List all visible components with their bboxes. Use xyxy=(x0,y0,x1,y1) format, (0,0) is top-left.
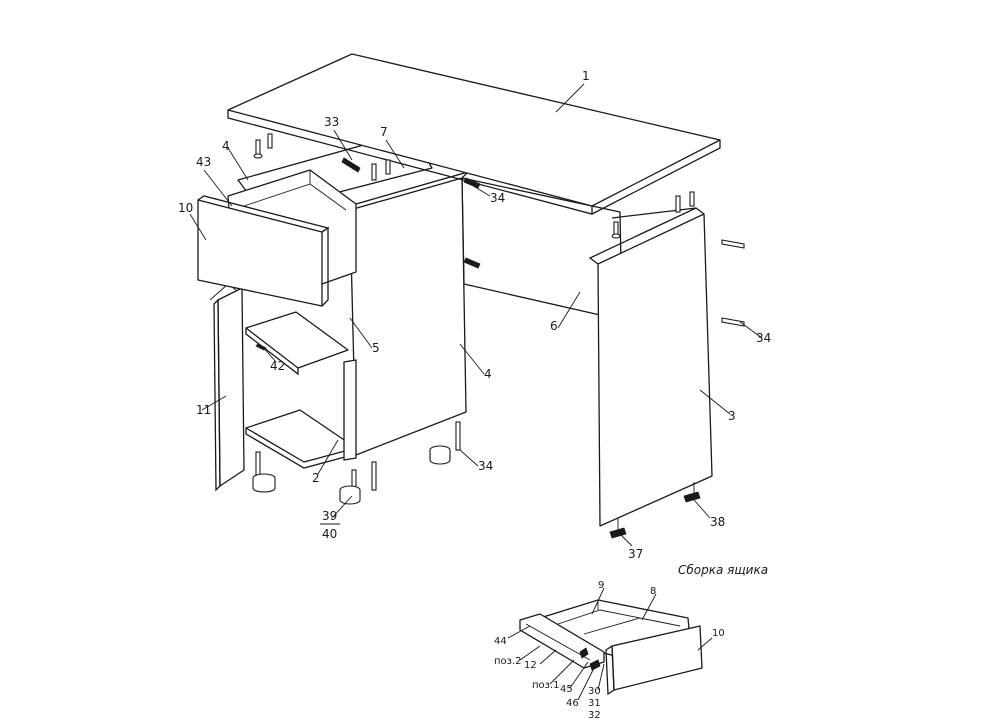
drawer-assembly-caption: Сборка ящика xyxy=(678,563,768,577)
callout-6: 6 xyxy=(550,319,558,333)
callout-37: 37 xyxy=(628,547,643,561)
drawer-callout-12: 12 xyxy=(524,660,537,671)
callout-4-mid: 4 xyxy=(484,367,492,381)
callout-10: 10 xyxy=(178,201,193,215)
cam-screws-right xyxy=(463,177,745,327)
drawer-callout-poz1: поз.1 xyxy=(532,680,560,691)
leader-lines xyxy=(189,83,763,547)
drawer-leader-lines xyxy=(507,587,713,701)
screw-42 xyxy=(255,343,267,351)
callout-4-top: 4 xyxy=(222,139,230,153)
drawer-callout-46: 46 xyxy=(566,698,579,709)
drawer-callout-44: 44 xyxy=(494,636,507,647)
callout-39: 39 xyxy=(322,509,337,523)
drawer-callout-10: 10 xyxy=(712,628,725,639)
callout-40: 40 xyxy=(322,527,337,541)
callout-43: 43 xyxy=(196,155,211,169)
callout-3: 3 xyxy=(728,409,736,423)
callout-33: 33 xyxy=(324,115,339,129)
top-dowels xyxy=(253,133,695,239)
callout-1: 1 xyxy=(582,69,590,83)
bottom-panel-2 xyxy=(245,409,357,463)
callout-7: 7 xyxy=(380,125,388,139)
callout-11: 11 xyxy=(196,403,211,417)
door-11 xyxy=(217,287,245,487)
adjustable-feet xyxy=(252,421,461,505)
callout-2: 2 xyxy=(312,471,320,485)
drawer-callout-30: 30 xyxy=(588,686,601,697)
callout-42: 42 xyxy=(270,359,285,373)
drawer-callout-8: 8 xyxy=(650,586,656,597)
drawer-callout-45: 45 xyxy=(560,684,573,695)
side-panel-3 xyxy=(597,213,713,527)
callout-34-b: 34 xyxy=(756,331,771,345)
drawer-callout-poz2: поз.2 xyxy=(494,656,522,667)
drawer-assembly-detail xyxy=(519,599,703,696)
drawer-callout-32: 32 xyxy=(588,710,601,721)
cabinet-side-4 xyxy=(343,359,357,461)
shelf-5 xyxy=(245,311,349,369)
drawer-callout-31: 31 xyxy=(588,698,601,709)
callout-5: 5 xyxy=(372,341,380,355)
callout-34-c: 34 xyxy=(478,459,493,473)
drawer-callout-9: 9 xyxy=(598,580,604,591)
glides xyxy=(609,482,701,539)
callout-34-a: 34 xyxy=(490,191,505,205)
inner-side-panel-4 xyxy=(349,177,467,456)
callout-38: 38 xyxy=(710,515,725,529)
